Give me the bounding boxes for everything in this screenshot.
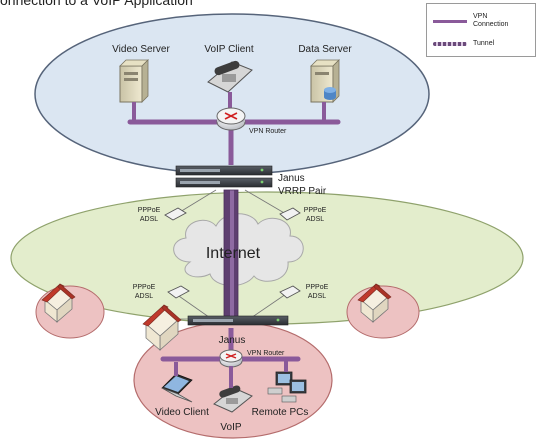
remote-pcs-label: Remote PCs [252,407,309,418]
legend: VPN Connection Tunnel [426,3,536,57]
remote-janus-label: Janus [219,335,246,346]
voip-client-label: VoIP Client [204,44,254,55]
video-server-label: Video Server [112,44,170,55]
internet-cloud [173,213,304,286]
janus-pair-label-line2: VRRP Pair [278,186,327,197]
modem-label-tr-1: PPPoE [304,207,327,214]
modem-label-tr-2: ADSL [306,216,324,223]
house-icon-right [357,283,392,323]
house-icon-left [41,283,76,323]
video-server-icon [119,59,149,103]
remote-janus-device [187,315,289,326]
modem-label-br-2: ADSL [308,293,326,300]
legend-vpn-swatch [433,19,467,23]
remote-voip-phone-icon [213,385,253,413]
data-server-icon [310,59,340,103]
legend-item-vpn: VPN Connection [433,13,519,29]
janus-vrrp-pair-device [175,165,273,188]
remote-pcs-icon [267,371,307,403]
legend-vpn-label: VPN Connection [473,13,509,28]
internet-label: Internet [206,245,261,262]
modem-label-bl-2: ADSL [135,293,153,300]
remote-vpn-router-label: VPN Router [247,350,285,357]
modem-icon-bl [167,285,190,299]
voip-phone-icon [207,60,253,93]
voip-label: VoIP [220,422,241,433]
modem-label-br-1: PPPoE [306,284,329,291]
data-server-label: Data Server [298,44,352,55]
hq-vpn-router-label: VPN Router [249,128,287,135]
video-client-label: Video Client [155,407,209,418]
house-icon-center [142,304,182,351]
janus-pair-label-line1: Janus [278,173,305,184]
legend-tunnel-swatch [433,42,467,46]
modem-icon-br [279,285,301,299]
remote-vpn-router-icon [219,349,243,368]
modem-label-tl-1: PPPoE [138,207,161,214]
vpn-router-icon [216,107,246,131]
legend-item-tunnel: Tunnel [433,40,494,48]
clipped-header-text: onnection to a VoIP Application [0,0,193,8]
modem-icon-tr [279,207,301,221]
modem-label-tl-2: ADSL [140,216,158,223]
modem-label-bl-1: PPPoE [133,284,156,291]
laptop-icon [161,373,193,403]
modem-icon-tl [164,207,187,221]
legend-tunnel-label: Tunnel [473,40,495,47]
